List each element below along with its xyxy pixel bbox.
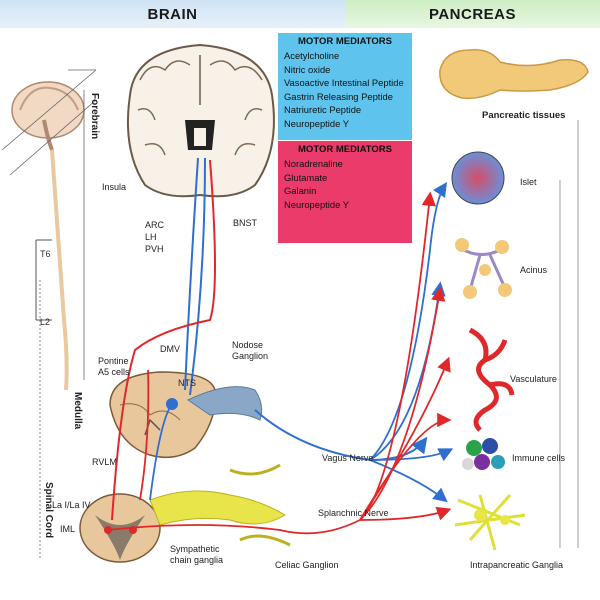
brain-header: BRAIN xyxy=(0,0,345,28)
dmv-label: DMV xyxy=(160,344,180,354)
nodose-label: Nodose xyxy=(232,340,263,350)
sagittal-brain-icon xyxy=(1,69,97,176)
celiac-label: Celiac Ganglion xyxy=(275,560,339,570)
mediator-item: Galanin xyxy=(284,185,317,197)
mediator-item: Neuropeptide Y xyxy=(284,117,349,129)
insula-label: Insula xyxy=(102,182,126,192)
lh-label: LH xyxy=(145,232,157,242)
pancreas-organ-icon xyxy=(439,49,589,100)
mediator-item: Neuropeptide Y xyxy=(284,198,349,210)
mediator-item: Acetylcholine xyxy=(284,50,340,61)
coronal-brain-icon xyxy=(126,43,275,198)
a5-label: A5 cells xyxy=(98,367,130,377)
pancreas-header: PANCREAS xyxy=(345,0,600,28)
vasculature-icon xyxy=(468,327,515,432)
mediator-item: Glutamate xyxy=(284,171,328,183)
sympathetic-label: Sympathetic xyxy=(170,544,220,554)
mediator-item: Vasoactive Intestinal Peptide xyxy=(284,77,404,89)
chain-ganglia-label: chain ganglia xyxy=(170,555,223,565)
pancreatic-tissues-label: Pancreatic tissues xyxy=(482,110,565,121)
sympathetic-mediators-box: MOTOR MEDIATORS Noradrenaline Glutamate … xyxy=(278,141,412,243)
nodose-ganglion-icon xyxy=(186,386,263,421)
spinal-cord-icon xyxy=(50,149,69,391)
vasculature-label: Vasculature xyxy=(510,374,557,384)
islet-icon xyxy=(451,151,505,205)
forebrain-label: Forebrain xyxy=(89,93,100,139)
iml-label: IML xyxy=(60,524,75,534)
islet-label: Islet xyxy=(520,177,537,187)
parasympathetic-mediators-box: MOTOR MEDIATORS Acetylcholine Nitric oxi… xyxy=(278,33,412,140)
pvh-label: PVH xyxy=(145,244,164,254)
mediator-item: Natriuretic Peptide xyxy=(284,104,362,116)
spinal-cord-label: Spinal Cord xyxy=(43,482,54,538)
immune-cells-icon xyxy=(462,438,505,470)
sympathetic-chain-icon xyxy=(149,490,286,526)
rvlm-label: RVLM xyxy=(92,457,117,467)
t6-label: T6 xyxy=(40,249,51,259)
mediator-item: Noradrenaline xyxy=(284,158,343,169)
acinus-label: Acinus xyxy=(520,265,548,275)
sympathetic-mediators-title: MOTOR MEDIATORS xyxy=(298,144,392,155)
parasympathetic-mediators-title: MOTOR MEDIATORS xyxy=(298,36,392,47)
nts-label: NTS xyxy=(178,378,196,388)
vagus-label: Vagus Nerve xyxy=(322,453,373,463)
mediator-item: Nitric oxide xyxy=(284,63,331,75)
ganglia-icon xyxy=(454,494,526,551)
ganglia-label: Intrapancreatic Ganglia xyxy=(470,560,563,570)
immune-label: Immune cells xyxy=(512,453,566,463)
bnst-label: BNST xyxy=(233,218,258,228)
l2-label: L2 xyxy=(40,317,50,327)
medulla-label: Medulla xyxy=(72,392,83,430)
pontine-label: Pontine xyxy=(98,356,129,366)
mediator-item: Gastrin Releasing Peptide xyxy=(284,90,393,102)
ganglion-label: Ganglion xyxy=(232,351,268,361)
splanchnic-label: Splanchnic Nerve xyxy=(318,508,389,518)
lamina-label: La I/La IV xyxy=(52,500,91,510)
arc-label: ARC xyxy=(145,220,165,230)
medulla-icon xyxy=(109,371,217,459)
acinus-icon xyxy=(455,238,512,299)
